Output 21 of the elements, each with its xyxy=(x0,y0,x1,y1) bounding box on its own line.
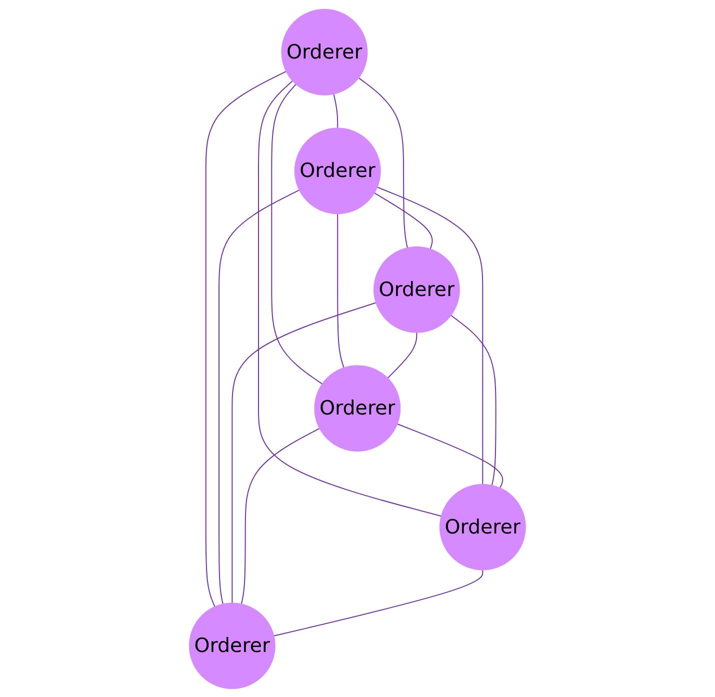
node-circle: Orderer xyxy=(189,602,276,689)
connector xyxy=(274,569,484,636)
connector xyxy=(376,186,484,484)
node-circle: Orderer xyxy=(281,8,368,95)
node-circle: Orderer xyxy=(440,483,526,570)
connector xyxy=(450,314,496,486)
connector xyxy=(218,189,300,604)
node-circle: Orderer xyxy=(294,127,381,214)
connector xyxy=(396,423,504,488)
connector xyxy=(258,80,442,516)
connector xyxy=(358,76,408,248)
connector xyxy=(271,83,323,384)
connector xyxy=(374,192,433,249)
connector xyxy=(241,427,320,604)
connector xyxy=(333,93,338,128)
node-circle: Orderer xyxy=(314,364,401,452)
connector xyxy=(232,302,376,603)
connector xyxy=(387,332,418,378)
node-circle: Orderer xyxy=(374,246,460,332)
connector xyxy=(337,212,344,368)
connector xyxy=(205,70,287,607)
